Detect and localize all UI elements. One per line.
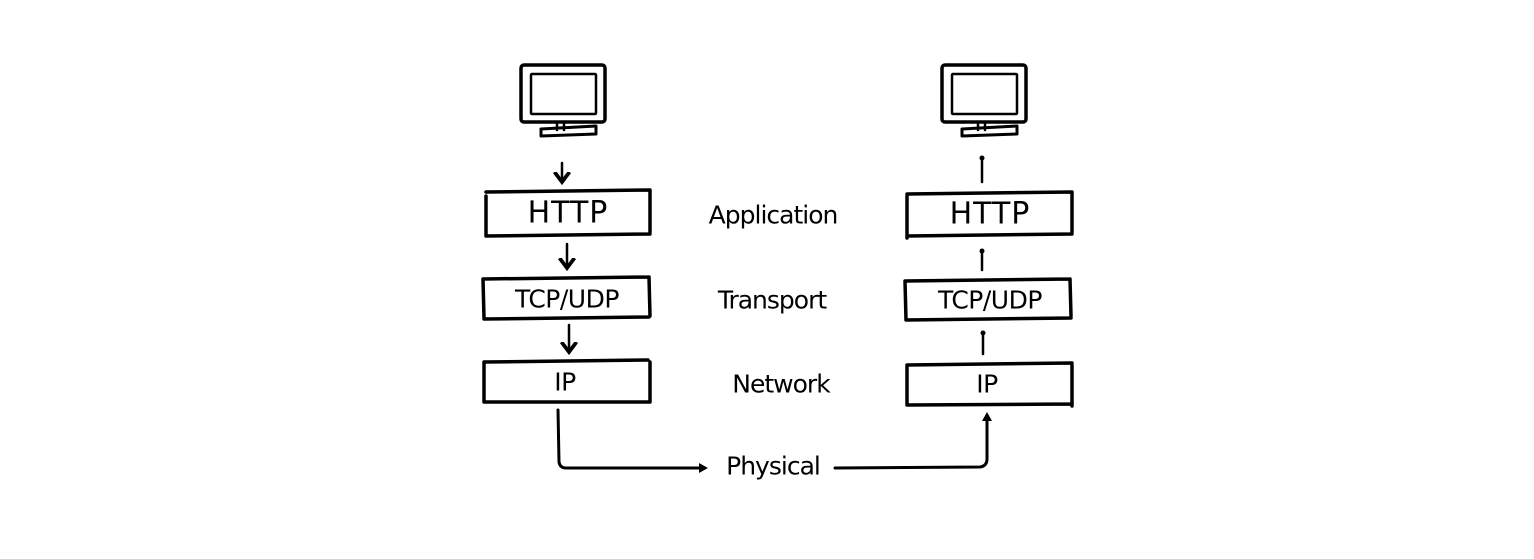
left-computer-icon xyxy=(519,63,607,138)
right-computer-icon xyxy=(940,63,1028,138)
left-http-box: HTTP xyxy=(484,188,652,238)
right-tcpudp-box: TCP/UDP xyxy=(903,277,1073,322)
transport-layer-label: Transport xyxy=(717,286,828,315)
left-tcpudp-label: TCP/UDP xyxy=(514,285,619,314)
left-ip-label: IP xyxy=(554,368,576,397)
network-layer-label: Network xyxy=(732,370,831,399)
right-http-label: HTTP xyxy=(950,197,1031,232)
right-ip-box: IP xyxy=(905,361,1074,408)
right-http-box: HTTP xyxy=(905,190,1074,240)
left-tcpudp-box: TCP/UDP xyxy=(481,275,652,321)
application-layer-label: Application xyxy=(709,201,838,230)
physical-link xyxy=(556,408,992,473)
left-http-label: HTTP xyxy=(528,196,609,231)
right-ip-label: IP xyxy=(976,370,998,399)
right-tcpudp-label: TCP/UDP xyxy=(937,286,1042,315)
left-ip-box: IP xyxy=(482,358,652,404)
right-up-connectors xyxy=(979,155,986,356)
left-down-arrows xyxy=(562,161,569,352)
physical-layer-label: Physical xyxy=(726,452,820,481)
